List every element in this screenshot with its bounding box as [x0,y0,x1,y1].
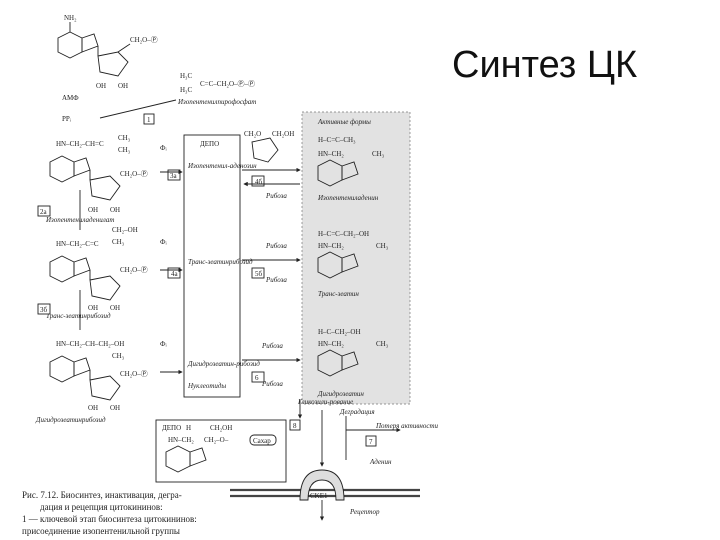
depot-title: ДЕПО [200,140,219,148]
ipa-label: Изопентениладенин [317,194,379,202]
ppi-label: PPᵢ [62,115,72,123]
pi-3: Фᵢ [160,340,168,348]
svg-text:H–C=C–CH₂–OH: H–C=C–CH₂–OH [318,230,369,238]
svg-text:OH: OH [96,82,106,90]
ipa-ribotide-structure [49,155,121,201]
svg-text:HN–CH₂–CH=C: HN–CH₂–CH=C [56,140,104,148]
glycosyl-label: Гликозили-рование [297,398,353,406]
step-5b: 5б [255,270,263,278]
svg-text:C=C–CH₂O–Ⓟ–Ⓟ: C=C–CH₂O–Ⓟ–Ⓟ [200,80,255,88]
glycoside-structure [165,445,207,473]
dihydrozeatin-riboside-structure [49,355,121,401]
ribose-3: Рибоза [265,276,287,284]
step-8: 8 [293,422,297,430]
inactive-label: Потеря активности [375,422,439,430]
svg-text:OH: OH [88,304,98,312]
svg-text:CH₃: CH₃ [112,238,125,246]
depot-box [183,134,241,398]
svg-text:CH₂–OH: CH₂–OH [112,226,138,234]
svg-text:HN–CH₂: HN–CH₂ [318,242,344,250]
svg-text:OH: OH [110,304,120,312]
svg-text:CH₂O–Ⓟ: CH₂O–Ⓟ [120,266,148,274]
slide-title: Синтез ЦК [452,44,638,86]
depot-item-4: Нуклеотиды [187,382,226,390]
ribose-structure [251,137,279,163]
ribose-2: Рибоза [265,242,287,250]
dihydrozeatin-riboside-label: Дигидрозеатинрибозид [35,416,106,424]
svg-text:CH₂O–Ⓟ: CH₂O–Ⓟ [120,370,148,378]
caption-line-2: дация и рецепция цитокининов: [40,502,163,512]
pi-2: Фᵢ [160,238,168,246]
amp-label: АМФ [62,94,79,102]
svg-text:CH₃: CH₃ [118,146,131,154]
svg-text:CH₃: CH₃ [376,340,389,348]
svg-text:CH₂OH: CH₂OH [272,130,294,138]
step-7: 7 [369,438,373,446]
step-4b: 4б [255,178,263,186]
svg-text:H–C=C–CH₃: H–C=C–CH₃ [318,136,356,144]
degradation-label: Деградация [339,408,375,416]
trans-zeatin-structure [317,251,359,279]
svg-text:CH₂OH: CH₂OH [210,424,232,432]
active-forms-header: Активные формы [317,118,371,126]
trans-zeatin-label: Транс-зеатин [318,290,359,298]
svg-text:HN–CH₂–CH–CH₂–OH: HN–CH₂–CH–CH₂–OH [56,340,124,348]
svg-text:H: H [186,424,191,432]
trans-zeatin-riboside-p-label: Транс-зеатинрибозид [46,312,111,320]
pi-1: Фᵢ [160,144,168,152]
svg-text:NH₂: NH₂ [64,14,77,22]
ribose-5: Рибоза [261,380,283,388]
svg-text:OH: OH [88,404,98,412]
depot-item-1: Изопентенил-аденозин [187,162,257,170]
zeatin-riboside-structure [49,255,121,301]
enzyme-1: 1 [147,116,151,124]
svg-text:CH₃: CH₃ [112,352,125,360]
sugar-label: Сахар [253,437,271,445]
svg-text:OH: OH [118,82,128,90]
ribose-1: Рибоза [265,192,287,200]
ribose-4: Рибоза [261,342,283,350]
svg-text:CH₂–O–: CH₂–O– [204,436,229,444]
svg-text:OH: OH [110,206,120,214]
svg-text:HN–CH₂: HN–CH₂ [318,150,344,158]
svg-text:OH: OH [88,206,98,214]
svg-text:HN–CH₂–C=C: HN–CH₂–C=C [56,240,99,248]
svg-text:H₃C: H₃C [180,86,192,94]
dihydrozeatin-label: Дигидрозеатин [317,390,364,398]
step-3a: 3а [170,172,178,180]
caption-line-3: 1 — ключевой этап биосинтеза цитокининов… [22,514,197,524]
depot-item-2: Транс-зеатинрибозид [188,258,253,266]
svg-text:CH₃: CH₃ [376,242,389,250]
ipp-label: Изопентенилпирофосфат [177,98,256,106]
svg-text:HN–CH₂: HN–CH₂ [168,436,194,444]
step-4a: 4а [171,270,179,278]
svg-text:H–C–CH₂–OH: H–C–CH₂–OH [318,328,361,336]
ipa-structure [317,159,359,187]
enzyme-1-box [143,113,155,125]
svg-text:H₃C: H₃C [180,72,192,80]
svg-text:CH₂O–Ⓟ: CH₂O–Ⓟ [120,170,148,178]
bottom-depot-label: ДЕПО [162,424,181,432]
svg-text:OH: OH [110,404,120,412]
svg-text:CH₂O: CH₂O [244,130,261,138]
receptor-label: Рецептор [349,508,380,516]
svg-text:HN–CH₂: HN–CH₂ [318,340,344,348]
amp-structure [57,22,131,77]
svg-text:CH₃: CH₃ [372,150,385,158]
step-6: 6 [255,374,259,382]
caption-line-1: Рис. 7.12. Биосинтез, инактивация, дегра… [22,490,182,500]
adenine-label: Аденин [369,458,392,466]
receptor-shape [299,469,345,501]
svg-text:CH₂O–Ⓟ: CH₂O–Ⓟ [130,36,158,44]
dihydrozeatin-structure [317,349,359,377]
caption-line-4: присоединение изопентенильной группы [22,526,180,536]
receptor-name: CKE1 [310,492,328,500]
step-2a: 2а [40,208,48,216]
step-3b: 3б [40,306,48,314]
svg-text:CH₃: CH₃ [118,134,131,142]
depot-item-3: Дигидрозеатин-рибозид [187,360,260,368]
